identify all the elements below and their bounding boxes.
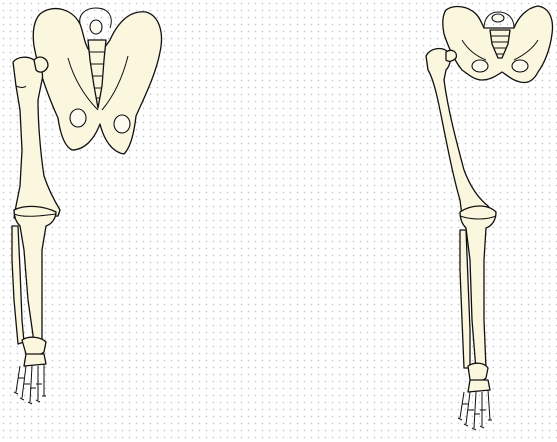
right-foot bbox=[458, 363, 492, 430]
left-foot bbox=[14, 337, 46, 404]
left-pelvis bbox=[33, 8, 161, 154]
right-skeleton bbox=[426, 6, 552, 430]
right-lower-leg bbox=[460, 206, 496, 370]
right-pelvis bbox=[443, 6, 553, 83]
left-lower-leg bbox=[12, 206, 56, 344]
left-skeleton bbox=[12, 8, 161, 404]
